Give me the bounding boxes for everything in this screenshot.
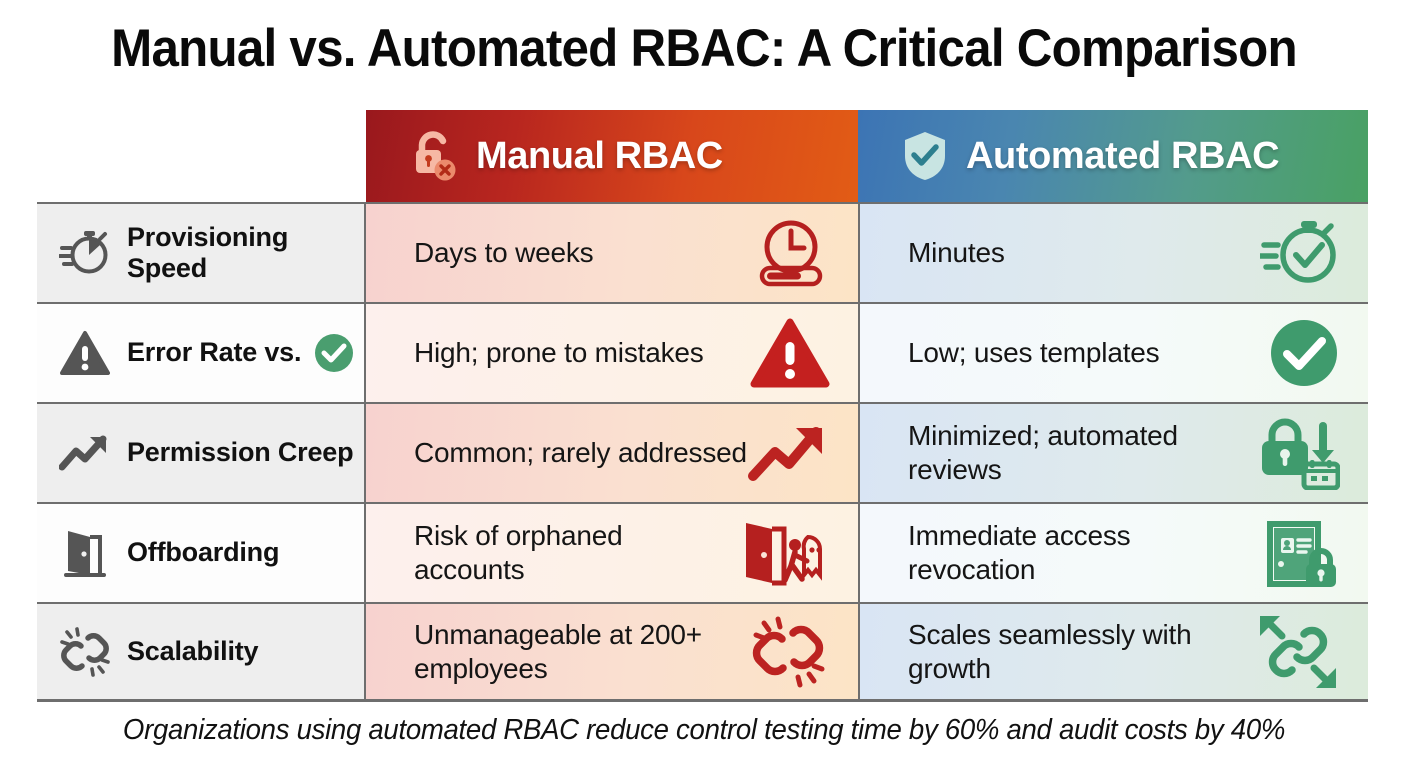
automated-value-text: Immediate access revocation bbox=[908, 520, 1131, 585]
manual-value-text: Days to weeks bbox=[414, 237, 594, 269]
check-circle-green-icon bbox=[1268, 317, 1340, 389]
door-badge-lock-icon bbox=[1260, 516, 1340, 590]
automated-value-cell: Minimized; automated reviews bbox=[858, 402, 1368, 502]
warning-triangle-icon bbox=[57, 330, 113, 376]
automated-value-cell: Scales seamlessly with growth bbox=[858, 602, 1368, 702]
column-header-automated-label: Automated RBAC bbox=[966, 134, 1280, 177]
stopwatch-slow-icon bbox=[57, 228, 113, 278]
row-label-cell: Permission Creep bbox=[37, 402, 366, 502]
manual-value-text: High; prone to mistakes bbox=[414, 337, 704, 369]
row-label-text: Offboarding bbox=[127, 537, 280, 568]
open-door-icon bbox=[57, 527, 113, 579]
broken-chain-icon bbox=[57, 626, 113, 678]
chain-expand-arrows-green-icon bbox=[1256, 614, 1340, 690]
comparison-table: Manual RBAC Automated RBAC bbox=[37, 110, 1368, 702]
automated-value-cell: Minutes bbox=[858, 202, 1368, 302]
footer-note: Organizations using automated RBAC reduc… bbox=[122, 714, 1286, 746]
clock-loading-bar-icon bbox=[752, 217, 830, 289]
row-label-cell: Scalability bbox=[37, 602, 366, 702]
row-label-cell: Provisioning Speed bbox=[37, 202, 366, 302]
column-header-manual: Manual RBAC bbox=[366, 110, 858, 202]
automated-value-text: Low; uses templates bbox=[908, 337, 1160, 369]
automated-value-text: Scales seamlessly with growth bbox=[908, 618, 1192, 684]
manual-value-text: Common; rarely addressed bbox=[414, 437, 747, 469]
row-label-text: Permission Creep bbox=[127, 437, 354, 468]
stopwatch-check-fast-icon bbox=[1260, 217, 1340, 289]
row-label-cell: Offboarding bbox=[37, 502, 366, 602]
manual-value-text: Unmanageable at 200+ employees bbox=[414, 618, 702, 684]
shield-check-icon bbox=[900, 129, 950, 183]
row-label-text: Scalability bbox=[127, 635, 259, 666]
green-check-circle-icon bbox=[313, 332, 355, 374]
manual-value-cell: Risk of orphaned accounts bbox=[366, 502, 858, 602]
row-label-text: Provisioning Speed bbox=[127, 221, 289, 283]
automated-value-text: Minutes bbox=[908, 237, 1005, 269]
trend-up-arrow-icon bbox=[57, 431, 113, 475]
row-label-text: Error Rate vs. bbox=[127, 337, 302, 368]
manual-value-cell: Days to weeks bbox=[366, 202, 858, 302]
row-label-cell: Error Rate vs. bbox=[37, 302, 366, 402]
unlocked-padlock-x-icon bbox=[408, 129, 460, 183]
door-person-ghost-icon bbox=[738, 517, 830, 589]
manual-value-cell: High; prone to mistakes bbox=[366, 302, 858, 402]
manual-value-text: Risk of orphaned accounts bbox=[414, 520, 623, 585]
broken-chain-red-icon bbox=[748, 615, 830, 689]
automated-value-cell: Immediate access revocation bbox=[858, 502, 1368, 602]
column-header-automated: Automated RBAC bbox=[858, 110, 1368, 202]
manual-value-cell: Common; rarely addressed bbox=[366, 402, 858, 502]
page-title: Manual vs. Automated RBAC: A Critical Co… bbox=[111, 19, 1297, 78]
warning-triangle-red-icon bbox=[750, 318, 830, 388]
manual-value-cell: Unmanageable at 200+ employees bbox=[366, 602, 858, 702]
header-corner-cell bbox=[37, 110, 366, 202]
lock-down-arrow-calendar-icon bbox=[1254, 416, 1340, 490]
trend-up-arrow-red-icon bbox=[748, 418, 830, 488]
automated-value-text: Minimized; automated reviews bbox=[908, 420, 1178, 485]
automated-value-cell: Low; uses templates bbox=[858, 302, 1368, 402]
column-header-manual-label: Manual RBAC bbox=[476, 134, 723, 177]
